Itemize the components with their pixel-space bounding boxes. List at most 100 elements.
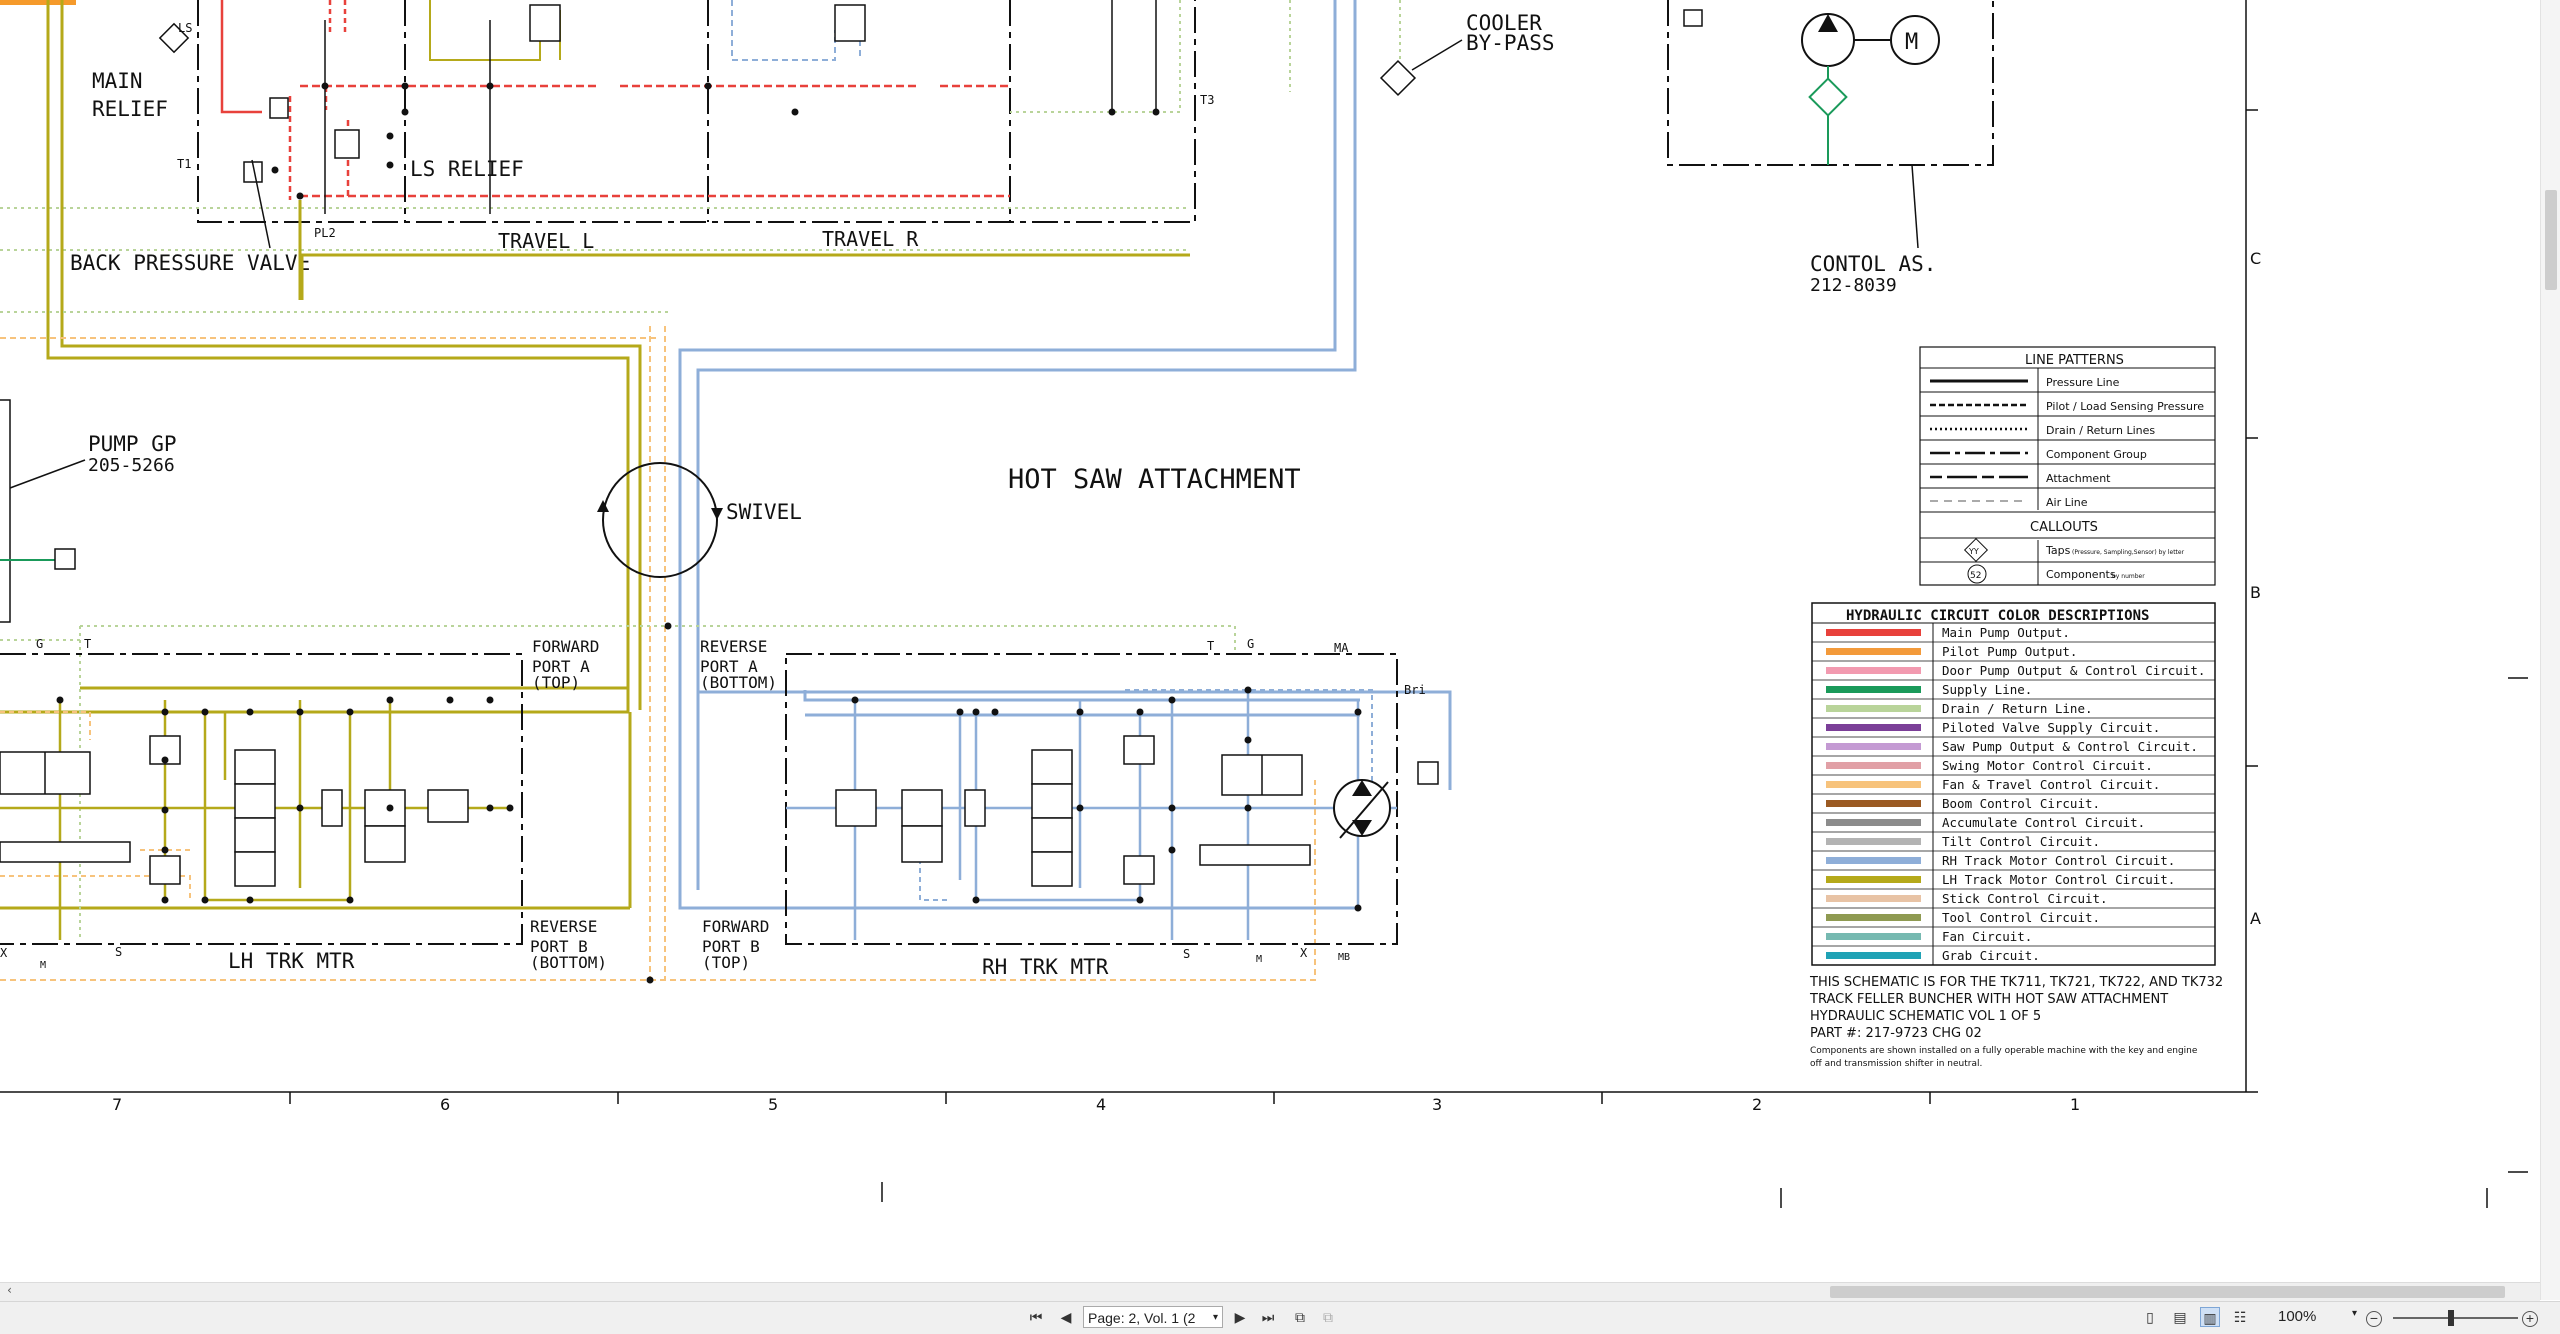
svg-text:5: 5 (768, 1095, 778, 1114)
svg-text:MA: MA (1334, 641, 1349, 655)
travel-r-label: TRAVEL R (822, 227, 919, 251)
svg-text:X: X (1300, 946, 1308, 960)
svg-text:by number: by number (2112, 573, 2145, 580)
color-description: Piloted Valve Supply Circuit. (1942, 720, 2160, 735)
svg-text:(Pressure, Sampling,Sensor) by: (Pressure, Sampling,Sensor) by letter (2072, 549, 2185, 556)
line-patterns-legend: LINE PATTERNS Pressure Line Pilot / Load… (1919, 346, 2216, 586)
drain-top (0, 0, 1401, 251)
svg-text:PORT A: PORT A (700, 657, 758, 676)
travel-control-pipes (0, 326, 1316, 981)
main-relief-label-1: MAIN (92, 69, 143, 93)
svg-text:PORT B: PORT B (530, 937, 588, 956)
svg-text:M: M (40, 960, 46, 971)
color-description: Main Pump Output. (1942, 625, 2070, 640)
single-page-view-icon[interactable]: ▯ (2146, 1309, 2154, 1325)
color-swatch (1826, 933, 1921, 940)
svg-text:S: S (1183, 947, 1190, 961)
vertical-scroll-thumb[interactable] (2545, 190, 2557, 290)
svg-text:THIS SCHEMATIC IS FOR THE TK71: THIS SCHEMATIC IS FOR THE TK711, TK721, … (1809, 975, 2223, 990)
line-patterns-title: LINE PATTERNS (2025, 353, 2124, 368)
highlight-mark (0, 0, 76, 5)
prev-page-button[interactable]: ◀ (1060, 1309, 1072, 1325)
swivel-label: SWIVEL (726, 500, 802, 524)
svg-text:Pressure Line: Pressure Line (2046, 376, 2120, 389)
color-swatch (1826, 838, 1921, 845)
color-description: Supply Line. (1942, 682, 2032, 697)
top-junctions (271, 82, 1160, 200)
swivel-symbol (597, 462, 723, 984)
zoom-dropdown-icon[interactable]: ▾ (2352, 1308, 2358, 1319)
rh-track-motor-group: RH TRK MTR T G MA Bri S M X MB (785, 637, 1439, 979)
grid-labels: 7 6 5 4 3 2 1 C B A (112, 249, 2261, 1114)
color-description: Accumulate Control Circuit. (1942, 815, 2145, 830)
color-swatch (1826, 762, 1921, 769)
callouts-title: CALLOUTS (2030, 520, 2098, 535)
schematic-notes: THIS SCHEMATIC IS FOR THE TK711, TK721, … (1809, 975, 2223, 1069)
svg-text:PORT B: PORT B (702, 937, 760, 956)
cooler-bypass-label-1: COOLER (1466, 11, 1542, 35)
svg-text:6: 6 (440, 1095, 450, 1114)
chevron-down-icon: ▾ (1212, 1312, 1218, 1323)
svg-text:S: S (115, 945, 122, 959)
color-swatch (1826, 781, 1921, 788)
motor-m-label: M (1905, 30, 1918, 55)
scroll-left-icon[interactable]: ‹ (6, 1283, 14, 1297)
svg-text:G: G (1247, 637, 1254, 651)
rh-motor-pump-symbol (1333, 779, 1391, 839)
next-view-icon[interactable]: ⧉ (1323, 1309, 1333, 1325)
ls-small-label: LS (178, 21, 192, 35)
zoom-slider-handle[interactable] (2448, 1310, 2454, 1326)
color-description: LH Track Motor Control Circuit. (1942, 872, 2175, 887)
svg-text:off and transmission shifter i: off and transmission shifter in neutral. (1810, 1059, 1982, 1069)
horizontal-scroll-thumb[interactable] (1830, 1286, 2505, 1298)
color-description: Drain / Return Line. (1942, 701, 2093, 716)
control-as-part: 212-8039 (1810, 275, 1897, 296)
control-assembly: M (1667, 0, 1994, 249)
zoom-level[interactable]: 100% (2278, 1308, 2317, 1325)
lh-track-pipes (0, 0, 1190, 910)
horizontal-scrollbar[interactable]: ‹ (0, 1282, 2540, 1301)
zoom-in-button[interactable]: + (2522, 1311, 2538, 1327)
facing-view-icon[interactable]: ▥ (2200, 1307, 2220, 1327)
svg-text:T: T (1207, 639, 1214, 653)
svg-text:7: 7 (112, 1095, 122, 1114)
svg-text:PORT A: PORT A (532, 657, 590, 676)
port-labels: FORWARD PORT A (TOP) REVERSE PORT A (BOT… (530, 637, 777, 972)
svg-text:A: A (2250, 909, 2261, 928)
color-swatch (1826, 686, 1921, 693)
main-pump-lines (220, 0, 1010, 200)
back-pressure-valve-label: BACK PRESSURE VALVE (70, 251, 310, 275)
svg-text:Bri: Bri (1404, 683, 1426, 697)
vertical-scrollbar[interactable] (2540, 0, 2560, 1300)
previous-view-icon[interactable]: ⧉ (1295, 1309, 1305, 1325)
zoom-slider[interactable] (2393, 1317, 2518, 1319)
color-swatch (1826, 876, 1921, 883)
pump-gp-part: 205-5266 (88, 455, 175, 476)
continuous-view-icon[interactable]: ▤ (2173, 1309, 2187, 1325)
first-page-button[interactable]: ⏮ (1029, 1309, 1043, 1325)
color-description: RH Track Motor Control Circuit. (1942, 853, 2175, 868)
zoom-out-button[interactable]: − (2366, 1311, 2382, 1327)
svg-text:(TOP): (TOP) (532, 673, 580, 692)
svg-text:3: 3 (1432, 1095, 1442, 1114)
travel-l-label: TRAVEL L (498, 229, 594, 253)
color-description: Stick Control Circuit. (1942, 891, 2108, 906)
last-page-button[interactable]: ⏭ (1261, 1309, 1275, 1325)
next-page-button[interactable]: ▶ (1234, 1309, 1246, 1325)
t1-label: T1 (177, 157, 191, 171)
page-selector[interactable]: Page: 2, Vol. 1 (2 ▾ (1083, 1306, 1223, 1328)
color-swatch (1826, 743, 1921, 750)
color-description: Fan Circuit. (1942, 929, 2032, 944)
color-swatch (1826, 667, 1921, 674)
ls-relief-label: LS RELIEF (410, 157, 524, 181)
color-swatch (1826, 895, 1921, 902)
pump-group-lines (0, 399, 86, 623)
pl2-label: PL2 (314, 226, 336, 240)
color-swatch (1826, 800, 1921, 807)
cooler-bypass-label-2: BY-PASS (1466, 31, 1555, 55)
color-swatch (1826, 648, 1921, 655)
svg-text:REVERSE: REVERSE (700, 637, 767, 656)
facing-continuous-view-icon[interactable]: ☷ (2233, 1309, 2247, 1325)
svg-text:FORWARD: FORWARD (532, 637, 599, 656)
